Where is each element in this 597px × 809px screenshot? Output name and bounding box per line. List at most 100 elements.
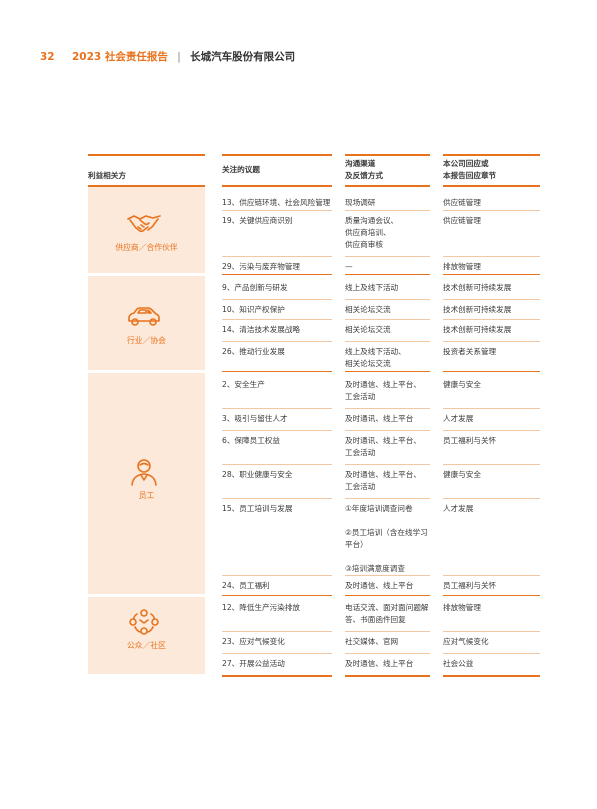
channel-cell: 现场调研 bbox=[345, 198, 376, 207]
row-divider bbox=[345, 631, 430, 632]
response-cell: 排放物管理 bbox=[443, 603, 481, 612]
row-divider bbox=[345, 430, 430, 431]
page-header: 32 2023 社会责任报告 | 长城汽车股份有限公司 bbox=[40, 50, 295, 64]
page-number: 32 bbox=[40, 51, 55, 63]
channel-cell: 质量沟通会议、 bbox=[345, 216, 399, 225]
group-divider bbox=[222, 371, 332, 372]
issue-cell: 12、降低生产污染排放 bbox=[222, 603, 301, 612]
row-divider bbox=[222, 256, 332, 257]
response-cell: 健康与安全 bbox=[443, 380, 481, 389]
response-cell: 员工福利与关怀 bbox=[443, 581, 497, 590]
column-header: 利益相关方 bbox=[88, 171, 126, 180]
company-name: 长城汽车股份有限公司 bbox=[190, 51, 296, 63]
channel-cell: 及时通讯、线上平台 bbox=[345, 414, 414, 423]
row-divider bbox=[443, 498, 540, 499]
row-divider bbox=[443, 653, 540, 654]
row-divider bbox=[443, 430, 540, 431]
group-divider bbox=[443, 595, 540, 596]
channel-cell: 平台） bbox=[345, 540, 368, 549]
header-top-rule bbox=[443, 154, 540, 156]
row-divider bbox=[345, 210, 430, 211]
column-header: 及反馈方式 bbox=[345, 171, 383, 180]
response-cell: 健康与安全 bbox=[443, 470, 481, 479]
column-header: 本公司回应或 bbox=[443, 159, 489, 168]
row-divider bbox=[443, 631, 540, 632]
stakeholder-band bbox=[88, 373, 205, 594]
row-divider bbox=[222, 319, 332, 320]
row-divider bbox=[345, 575, 430, 576]
header-bottom-rule bbox=[443, 185, 540, 187]
channel-cell: 电话交流、面对面问题解 bbox=[345, 603, 429, 612]
row-divider bbox=[345, 256, 430, 257]
stakeholder-label: 员工 bbox=[138, 491, 155, 500]
row-divider bbox=[443, 464, 540, 465]
channel-cell: 相关论坛交流 bbox=[345, 359, 391, 368]
response-cell: 技术创新可持续发展 bbox=[443, 283, 512, 292]
issue-cell: 29、污染与废弃物管理 bbox=[222, 262, 301, 271]
header-bottom-rule bbox=[88, 185, 205, 187]
row-divider bbox=[345, 299, 430, 300]
community-icon bbox=[126, 608, 162, 636]
issue-cell: 23、应对气候变化 bbox=[222, 637, 285, 646]
row-divider bbox=[345, 464, 430, 465]
group-divider bbox=[222, 274, 332, 275]
stakeholder-band bbox=[88, 276, 205, 370]
row-divider bbox=[443, 256, 540, 257]
channel-cell: 线上及线下活动 bbox=[345, 283, 399, 292]
issue-cell: 26、推动行业发展 bbox=[222, 347, 285, 356]
issue-cell: 28、职业健康与安全 bbox=[222, 470, 293, 479]
row-divider bbox=[222, 299, 332, 300]
response-cell: 技术创新可持续发展 bbox=[443, 305, 512, 314]
row-divider bbox=[222, 430, 332, 431]
stakeholder-label: 供应商／合作伙伴 bbox=[115, 243, 178, 252]
row-divider bbox=[345, 341, 430, 342]
header-top-rule bbox=[222, 154, 332, 156]
row-divider bbox=[345, 319, 430, 320]
report-title: 2023 社会责任报告 bbox=[71, 51, 168, 63]
channel-cell: — bbox=[345, 262, 353, 271]
group-divider bbox=[345, 274, 430, 275]
response-cell: 供应链管理 bbox=[443, 216, 481, 225]
channel-cell: ①年度培训调查问卷 bbox=[345, 504, 413, 513]
issue-cell: 27、开展公益活动 bbox=[222, 659, 285, 668]
column-header: 关注的议题 bbox=[222, 165, 260, 174]
response-cell: 排放物管理 bbox=[443, 262, 481, 271]
row-divider bbox=[222, 575, 332, 576]
row-divider bbox=[222, 631, 332, 632]
issue-cell: 10、知识产权保护 bbox=[222, 305, 285, 314]
row-divider bbox=[443, 210, 540, 211]
row-divider bbox=[222, 210, 332, 211]
channel-cell: 线上及线下活动、 bbox=[345, 347, 406, 356]
row-divider bbox=[222, 464, 332, 465]
channel-cell: 工会活动 bbox=[345, 482, 376, 491]
channel-cell: 及时通信、线上平台 bbox=[345, 659, 414, 668]
stakeholder-band bbox=[88, 187, 205, 273]
issue-cell: 2、安全生产 bbox=[222, 380, 265, 389]
row-divider bbox=[443, 341, 540, 342]
channel-cell: 社交媒体、官网 bbox=[345, 637, 399, 646]
group-divider bbox=[443, 371, 540, 372]
group-divider bbox=[222, 595, 332, 596]
response-cell: 投资者关系管理 bbox=[443, 347, 497, 356]
issue-cell: 14、清洁技术发展战略 bbox=[222, 325, 301, 334]
issue-cell: 15、员工培训与发展 bbox=[222, 504, 293, 513]
response-cell: 供应链管理 bbox=[443, 198, 481, 207]
group-divider bbox=[443, 274, 540, 275]
row-divider bbox=[222, 653, 332, 654]
header-top-rule bbox=[88, 154, 205, 156]
stakeholder-band bbox=[88, 597, 205, 674]
channel-cell: 及时通信、线上平台 bbox=[345, 581, 414, 590]
channel-cell: ②员工培训（含在线学习 bbox=[345, 528, 428, 537]
row-divider bbox=[443, 299, 540, 300]
row-divider bbox=[345, 653, 430, 654]
group-divider bbox=[345, 595, 430, 596]
channel-cell: 供应商培训、 bbox=[345, 228, 391, 237]
stakeholder-label: 公众／社区 bbox=[127, 641, 166, 650]
channel-cell: 相关论坛交流 bbox=[345, 325, 391, 334]
channel-cell: 供应商审核 bbox=[345, 240, 383, 249]
issue-cell: 6、保障员工权益 bbox=[222, 436, 280, 445]
response-cell: 员工福利与关怀 bbox=[443, 436, 497, 445]
channel-cell: 工会活动 bbox=[345, 448, 376, 457]
response-cell: 社会公益 bbox=[443, 659, 474, 668]
